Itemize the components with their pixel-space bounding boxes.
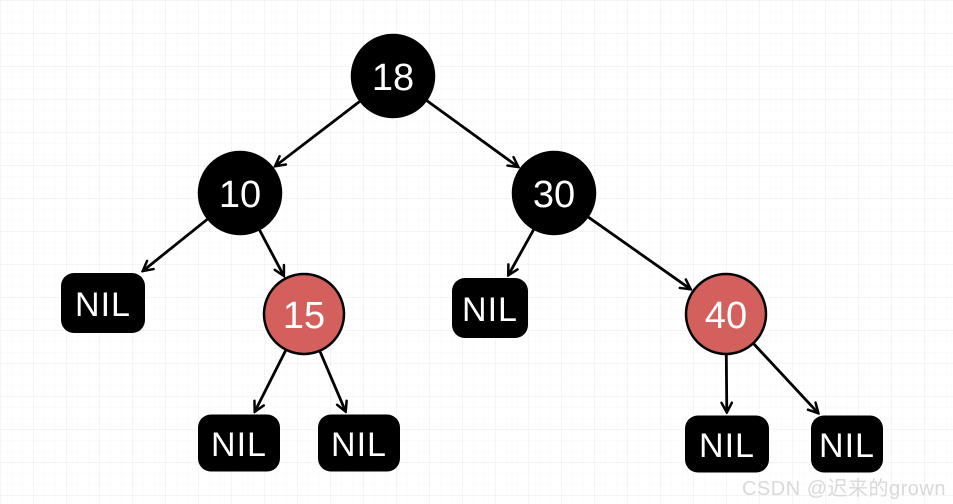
node-label: NIL bbox=[75, 286, 131, 324]
tree-edge-40-to-nil-6 bbox=[752, 343, 819, 413]
node-label: 15 bbox=[283, 295, 325, 337]
nil-leaf-nil-5: NIL bbox=[685, 415, 769, 473]
nil-box bbox=[452, 278, 528, 338]
node-circle bbox=[350, 33, 436, 119]
nil-box bbox=[318, 414, 400, 472]
node-label: NIL bbox=[331, 426, 387, 464]
node-label: 18 bbox=[372, 57, 414, 99]
tree-edge-18-to-10 bbox=[275, 100, 361, 167]
tree-edge-30-to-40 bbox=[587, 216, 690, 289]
node-circle bbox=[262, 272, 346, 356]
nil-leaf-nil-2: NIL bbox=[452, 278, 528, 338]
edges-layer bbox=[143, 99, 819, 414]
node-label: NIL bbox=[462, 291, 518, 329]
watermark: CSDN @迟来的grown bbox=[741, 478, 946, 500]
tree-edge-40-to-nil-5 bbox=[726, 354, 727, 413]
tree-edge-15-to-nil-3 bbox=[255, 349, 287, 412]
nil-leaf-nil-6: NIL bbox=[811, 415, 883, 473]
tree-edge-30-to-nil-2 bbox=[508, 229, 535, 276]
node-circle bbox=[511, 150, 597, 236]
tree-edge-10-to-15 bbox=[258, 229, 284, 276]
nil-leaf-nil-1: NIL bbox=[61, 273, 145, 333]
nil-box bbox=[198, 414, 280, 472]
node-label: NIL bbox=[211, 426, 267, 464]
tree-edge-15-to-nil-4 bbox=[318, 351, 346, 412]
tree-node-30: 30 bbox=[511, 150, 597, 236]
tree-node-15: 15 bbox=[262, 272, 346, 356]
nil-leaf-nil-4: NIL bbox=[318, 414, 400, 472]
node-label: 30 bbox=[533, 174, 575, 216]
nil-box bbox=[811, 415, 883, 473]
node-circle bbox=[197, 150, 283, 236]
nil-box bbox=[685, 415, 769, 473]
tree-node-40: 40 bbox=[684, 272, 768, 356]
nil-leaf-nil-3: NIL bbox=[198, 414, 280, 472]
node-label: 10 bbox=[219, 174, 261, 216]
node-label: NIL bbox=[819, 427, 875, 465]
tree-node-10: 10 bbox=[197, 150, 283, 236]
nil-box bbox=[61, 273, 145, 333]
tree-node-18: 18 bbox=[350, 33, 436, 119]
tree-edge-18-to-30 bbox=[426, 99, 518, 167]
node-circle bbox=[684, 272, 768, 356]
node-label: 40 bbox=[705, 295, 747, 337]
tree-edge-10-to-nil-1 bbox=[143, 218, 209, 271]
node-label: NIL bbox=[699, 427, 755, 465]
